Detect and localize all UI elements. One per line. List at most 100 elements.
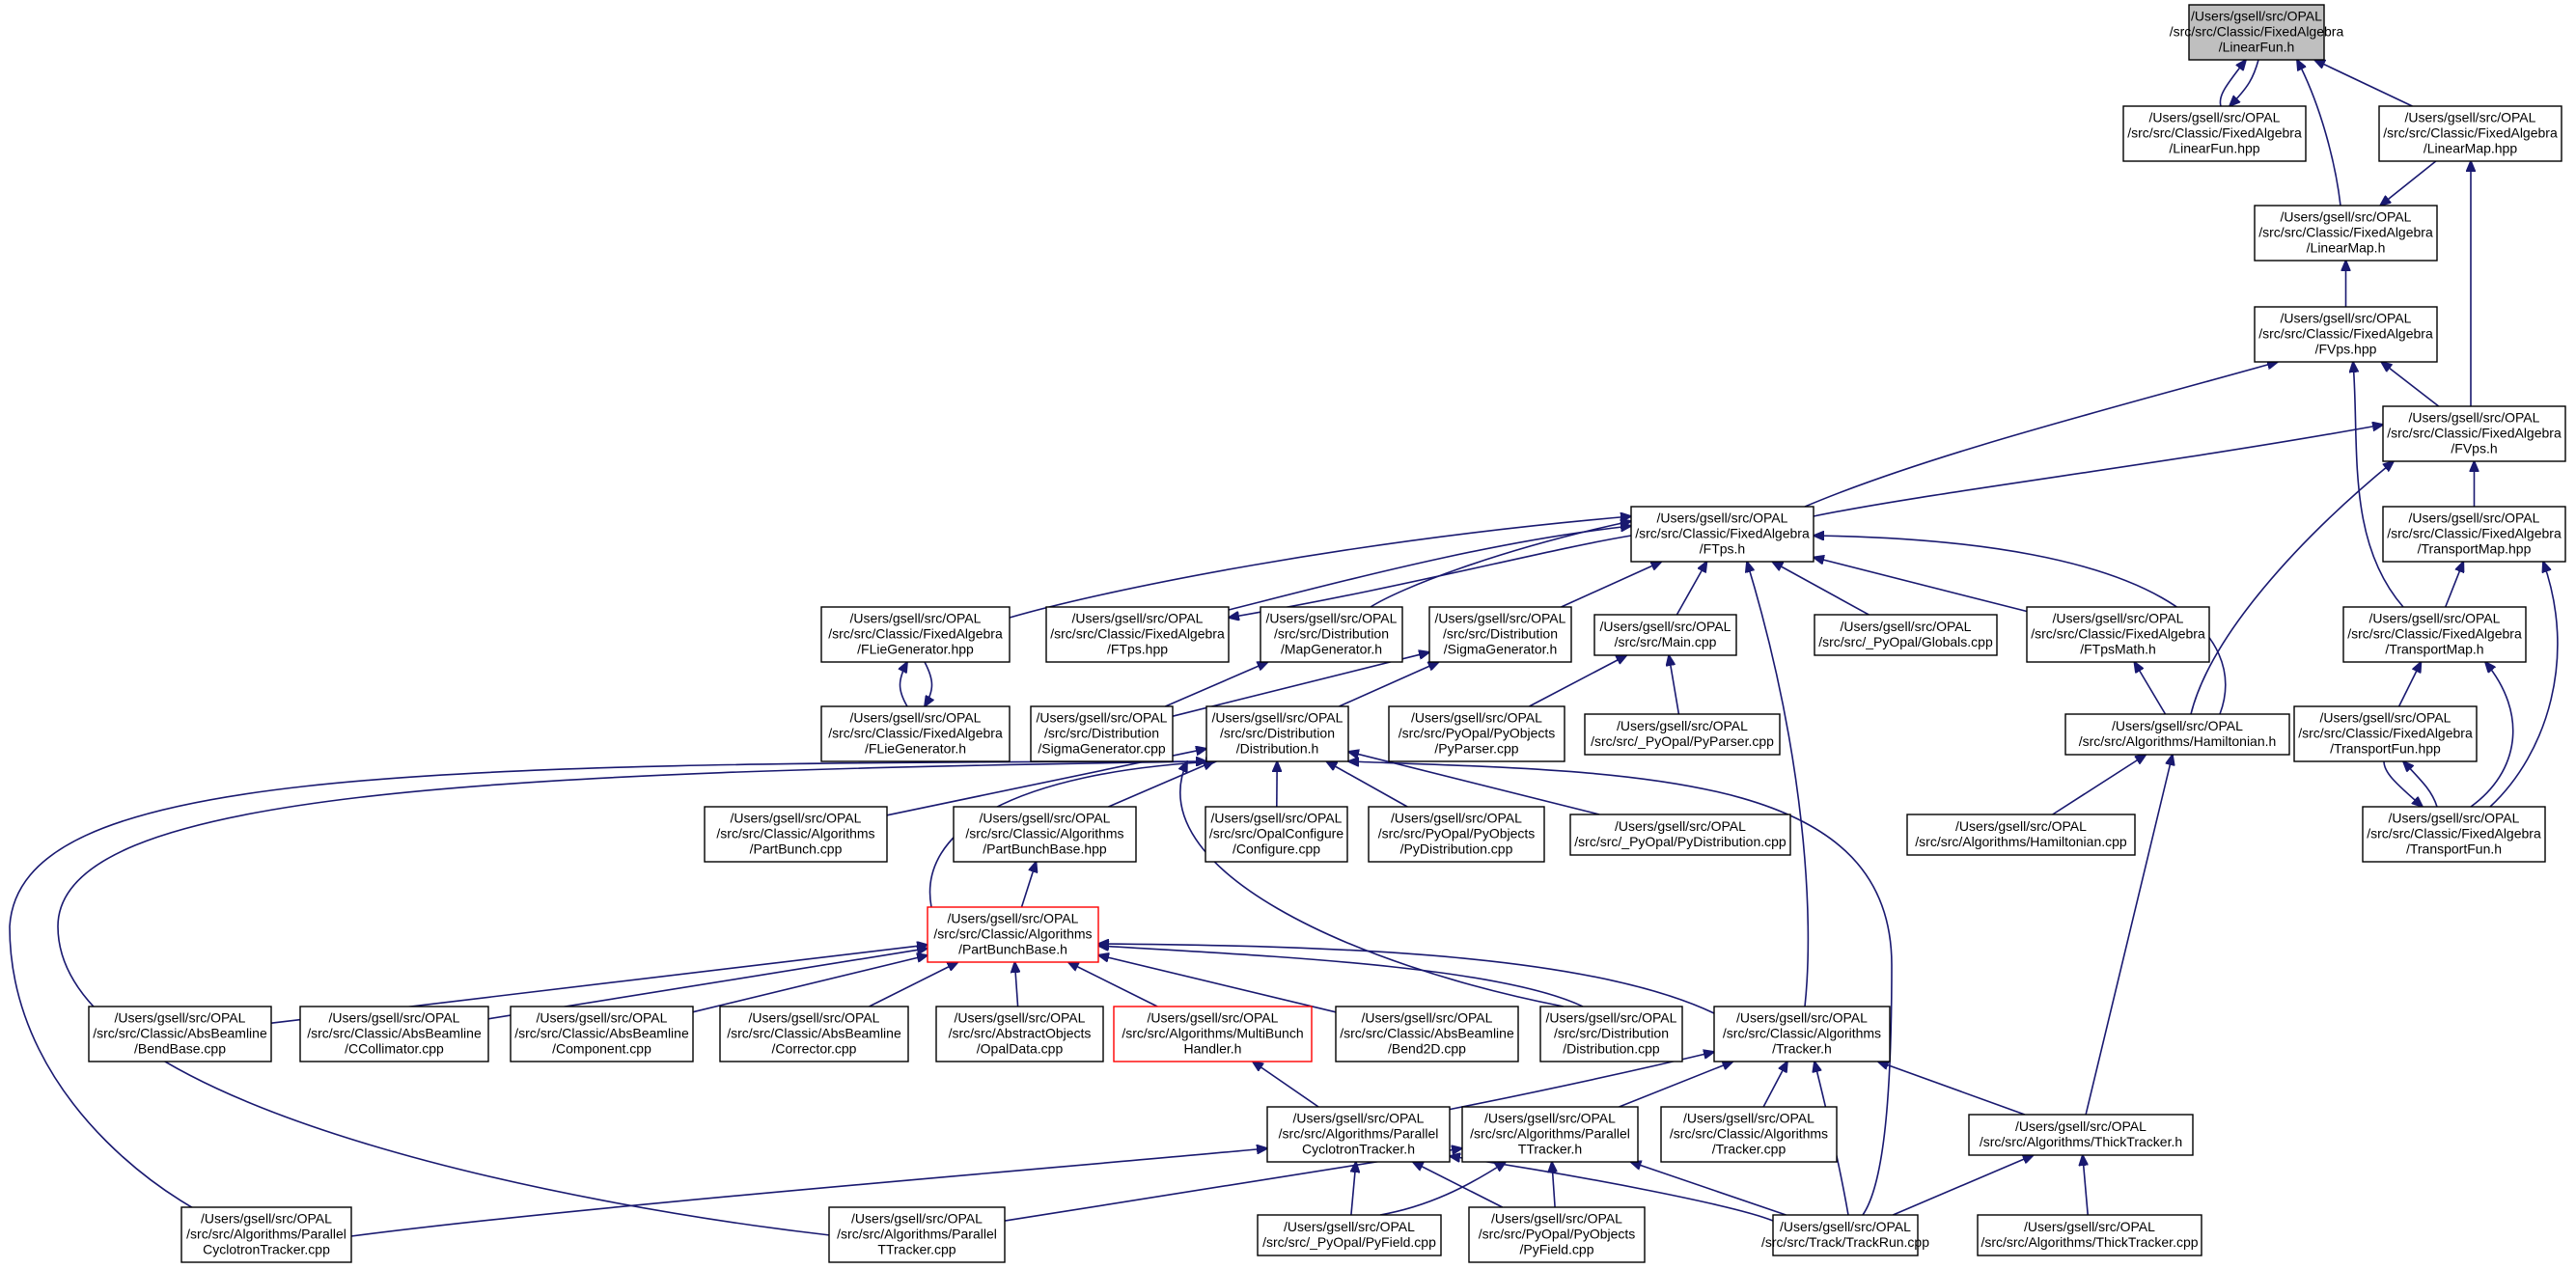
file-node-label-line: /src/src/Classic/FixedAlgebra — [2258, 225, 2433, 240]
file-node-distribution-h[interactable]: /Users/gsell/src/OPAL/src/src/Distributi… — [1205, 705, 1349, 762]
file-node-linearmap-hpp[interactable]: /Users/gsell/src/OPAL/src/src/Classic/Fi… — [2378, 105, 2562, 162]
file-node-transportfun-h[interactable]: /Users/gsell/src/OPAL/src/src/Classic/Fi… — [2362, 806, 2546, 863]
file-node-linearfun-h[interactable]: /Users/gsell/src/OPAL/src/src/Classic/Fi… — [2170, 4, 2344, 61]
file-node-box — [953, 806, 1137, 863]
file-node-box — [2188, 4, 2325, 61]
file-node-src-src-algorithms-hamiltonian-h[interactable]: /Users/gsell/src/OPAL/src/src/Algorithms… — [2064, 713, 2290, 756]
include-edge-n21-n28 — [2052, 755, 2147, 815]
file-node-transportmap-hpp[interactable]: /Users/gsell/src/OPAL/src/src/Classic/Fi… — [2382, 506, 2566, 563]
file-node-label-line: /Users/gsell/src/OPAL — [1546, 1010, 1677, 1026]
file-node-label-line: /TransportFun.hpp — [2330, 741, 2441, 757]
file-node-src-src-algorithms-hamiltonian-cpp[interactable]: /Users/gsell/src/OPAL/src/src/Algorithms… — [1906, 814, 2136, 856]
file-node-label-line: /FTps.h — [1700, 541, 1745, 557]
file-node-label-line: /src/src/Main.cpp — [1615, 634, 1717, 649]
include-edge-n8-n16 — [900, 662, 908, 707]
file-node-label-line: /Tracker.cpp — [1712, 1142, 1787, 1157]
file-node-cyclotrontracker-h[interactable]: /Users/gsell/src/OPAL/src/src/Algorithms… — [1266, 1106, 1451, 1163]
file-node-partbunchbase-hpp[interactable]: /Users/gsell/src/OPAL/src/src/Classic/Al… — [953, 806, 1137, 863]
file-node-label-line: /Users/gsell/src/OPAL — [980, 811, 1111, 826]
file-node-handler-h[interactable]: /Users/gsell/src/OPAL/src/src/Algorithms… — [1113, 1006, 1313, 1062]
file-node-mapgenerator-h[interactable]: /Users/gsell/src/OPAL/src/src/Distributi… — [1260, 606, 1403, 663]
file-node-label-line: /Bend2D.cpp — [1388, 1041, 1466, 1057]
file-node-label-line: /Users/gsell/src/OPAL — [2369, 611, 2501, 626]
file-node-sigmagenerator-cpp[interactable]: /Users/gsell/src/OPAL/src/src/Distributi… — [1030, 705, 1174, 762]
include-edge-n43-n48 — [1892, 1155, 2033, 1216]
file-node-tracker-cpp[interactable]: /Users/gsell/src/OPAL/src/src/Classic/Al… — [1660, 1106, 1838, 1163]
file-node-label-line: /src/src/Track/TrackRun.cpp — [1761, 1234, 1929, 1250]
file-node-ttracker-h[interactable]: /Users/gsell/src/OPAL/src/src/Algorithms… — [1461, 1106, 1639, 1163]
include-edge-n0-n3 — [2297, 60, 2341, 207]
file-node-fliegenerator-h[interactable]: /Users/gsell/src/OPAL/src/src/Classic/Fi… — [820, 705, 1011, 762]
file-node-ftps-hpp[interactable]: /Users/gsell/src/OPAL/src/src/Classic/Fi… — [1045, 606, 1230, 663]
file-node-label-line: /FVps.hpp — [2315, 342, 2377, 357]
file-node-src-src-pyopal-globals-cpp[interactable]: /Users/gsell/src/OPAL/src/src/_PyOpal/Gl… — [1814, 614, 1998, 656]
file-node-ccollimator-cpp[interactable]: /Users/gsell/src/OPAL/src/src/Classic/Ab… — [299, 1006, 489, 1062]
include-edge-n15-n22 — [2397, 662, 2422, 707]
file-node-src-src-pyopal-pyfield-cpp[interactable]: /Users/gsell/src/OPAL/src/src/_PyOpal/Py… — [1257, 1214, 1442, 1256]
file-node-src-src-algorithms-thicktracker-cpp[interactable]: /Users/gsell/src/OPAL/src/src/Algorithms… — [1977, 1214, 2202, 1256]
file-node-box — [1030, 705, 1174, 762]
file-node-fvps-hpp[interactable]: /Users/gsell/src/OPAL/src/src/Classic/Fi… — [2254, 306, 2438, 363]
file-node-label-line: /src/src/Distribution — [1044, 726, 1159, 741]
file-node-tracker-h[interactable]: /Users/gsell/src/OPAL/src/src/Classic/Al… — [1713, 1006, 1891, 1062]
file-node-partbunchbase-h[interactable]: /Users/gsell/src/OPAL/src/src/Classic/Al… — [927, 906, 1099, 963]
include-edge-n6-n14 — [1814, 558, 2028, 613]
file-node-fliegenerator-hpp[interactable]: /Users/gsell/src/OPAL/src/src/Classic/Fi… — [820, 606, 1011, 663]
file-node-component-cpp[interactable]: /Users/gsell/src/OPAL/src/src/Classic/Ab… — [510, 1006, 694, 1062]
file-node-src-src-algorithms-thicktracker-h[interactable]: /Users/gsell/src/OPAL/src/src/Algorithms… — [1968, 1114, 2194, 1156]
file-node-box — [1113, 1006, 1313, 1062]
file-node-label-line: /Users/gsell/src/OPAL — [1362, 1010, 1493, 1026]
file-node-box — [1205, 806, 1348, 863]
file-node-src-src-main-cpp[interactable]: /Users/gsell/src/OPAL/src/src/Main.cpp — [1593, 614, 1737, 656]
file-node-box — [510, 1006, 694, 1062]
file-node-transportmap-h[interactable]: /Users/gsell/src/OPAL/src/src/Classic/Fi… — [2342, 606, 2527, 663]
file-node-cyclotrontracker-cpp[interactable]: /Users/gsell/src/OPAL/src/src/Algorithms… — [180, 1206, 352, 1263]
file-node-pydistribution-cpp[interactable]: /Users/gsell/src/OPAL/src/src/PyOpal/PyO… — [1368, 806, 1545, 863]
file-node-label-line: /LinearFun.h — [2219, 40, 2295, 55]
file-node-linearmap-h[interactable]: /Users/gsell/src/OPAL/src/src/Classic/Fi… — [2254, 205, 2438, 262]
file-node-ftps-h[interactable]: /Users/gsell/src/OPAL/src/src/Classic/Fi… — [1630, 506, 1814, 563]
file-node-bend2d-cpp[interactable]: /Users/gsell/src/OPAL/src/src/Classic/Ab… — [1335, 1006, 1519, 1062]
file-node-distribution-cpp[interactable]: /Users/gsell/src/OPAL/src/src/Distributi… — [1539, 1006, 1683, 1062]
include-edge-n29-n22 — [2383, 760, 2423, 807]
file-node-pyparser-cpp[interactable]: /Users/gsell/src/OPAL/src/src/PyOpal/PyO… — [1388, 705, 1565, 762]
file-node-src-src-pyopal-pyparser-cpp[interactable]: /Users/gsell/src/OPAL/src/src/_PyOpal/Py… — [1584, 713, 1781, 756]
include-edge-n22-n29 — [2403, 761, 2438, 808]
file-node-fvps-h[interactable]: /Users/gsell/src/OPAL/src/src/Classic/Fi… — [2382, 405, 2566, 462]
file-node-box — [820, 705, 1011, 762]
file-node-label-line: /src/src/PyOpal/PyObjects — [1399, 726, 1556, 741]
file-node-label-line: /src/src/PyOpal/PyObjects — [1479, 1227, 1636, 1242]
file-node-ftpsmath-h[interactable]: /Users/gsell/src/OPAL/src/src/Classic/Fi… — [2026, 606, 2210, 663]
file-node-label-line: /src/src/_PyOpal/PyField.cpp — [1262, 1234, 1436, 1250]
file-node-opaldata-cpp[interactable]: /Users/gsell/src/OPAL/src/src/AbstractOb… — [935, 1006, 1104, 1062]
include-edge-n6-n10 — [1370, 521, 1631, 608]
file-node-label-line: /Users/gsell/src/OPAL — [1411, 710, 1542, 726]
file-node-box — [1260, 606, 1403, 663]
file-node-corrector-cpp[interactable]: /Users/gsell/src/OPAL/src/src/Classic/Ab… — [719, 1006, 909, 1062]
file-node-label-line: Handler.h — [1184, 1041, 1242, 1057]
file-node-label-line: /Users/gsell/src/OPAL — [2409, 410, 2540, 426]
file-node-configure-cpp[interactable]: /Users/gsell/src/OPAL/src/src/OpalConfig… — [1205, 806, 1348, 863]
file-node-label-line: /Users/gsell/src/OPAL — [850, 611, 982, 626]
include-edge-n30-n35 — [1014, 962, 1017, 1007]
file-node-box — [1713, 1006, 1891, 1062]
file-node-label-line: /src/src/Classic/FixedAlgebra — [2383, 125, 2558, 141]
file-node-box — [2378, 105, 2562, 162]
file-node-sigmagenerator-h[interactable]: /Users/gsell/src/OPAL/src/src/Distributi… — [1428, 606, 1572, 663]
file-node-box — [1660, 1106, 1838, 1163]
file-node-partbunch-cpp[interactable]: /Users/gsell/src/OPAL/src/src/Classic/Al… — [704, 806, 888, 863]
file-node-src-src-pyopal-pydistribution-cpp[interactable]: /Users/gsell/src/OPAL/src/src/_PyOpal/Py… — [1569, 814, 1791, 856]
file-node-box — [1772, 1214, 1919, 1256]
include-edge-n4-n6 — [1804, 362, 2278, 508]
file-node-bendbase-cpp[interactable]: /Users/gsell/src/OPAL/src/src/Classic/Ab… — [88, 1006, 272, 1062]
file-node-pyfield-cpp[interactable]: /Users/gsell/src/OPAL/src/src/PyOpal/PyO… — [1468, 1206, 1646, 1263]
file-node-src-src-track-trackrun-cpp[interactable]: /Users/gsell/src/OPAL/src/src/Track/Trac… — [1761, 1214, 1929, 1256]
file-node-box — [1630, 506, 1814, 563]
file-node-ttracker-cpp[interactable]: /Users/gsell/src/OPAL/src/src/Algorithms… — [828, 1206, 1006, 1263]
file-node-label-line: /src/src/Classic/FixedAlgebra — [2387, 526, 2562, 541]
file-node-label-line: /Users/gsell/src/OPAL — [955, 1010, 1086, 1026]
file-node-label-line: /PartBunchBase.hpp — [983, 841, 1107, 857]
file-node-transportfun-hpp[interactable]: /Users/gsell/src/OPAL/src/src/Classic/Fi… — [2293, 705, 2478, 762]
include-edge-n1-n0 — [2230, 59, 2259, 106]
file-node-linearfun-hpp[interactable]: /Users/gsell/src/OPAL/src/src/Classic/Fi… — [2122, 105, 2307, 162]
